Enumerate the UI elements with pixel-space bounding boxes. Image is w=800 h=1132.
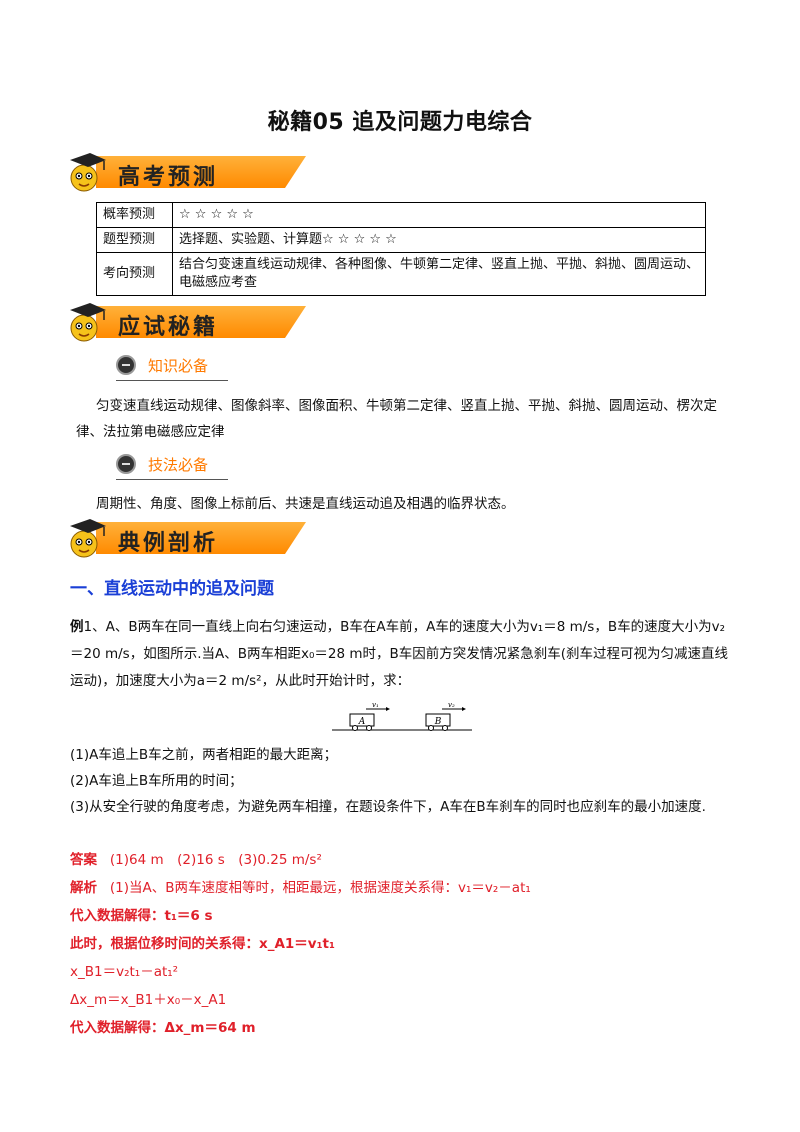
banner-bar [96,522,306,554]
prediction-table: 概率预测 ☆ ☆ ☆ ☆ ☆ 题型预测 选择题、实验题、计算题☆ ☆ ☆ ☆ ☆… [96,202,706,296]
bullet-icon [116,454,136,474]
table-row: 概率预测 ☆ ☆ ☆ ☆ ☆ [96,202,706,228]
answer-line: 答案 (1)64 m (2)16 s (3)0.25 m/s² [70,848,322,868]
example-lead: 例 [70,619,84,635]
banner-yingshi: 应试秘籍 [66,300,306,344]
table-value: 结合匀变速直线运动规律、各种图像、牛顿第二定律、竖直上抛、平抛、斜抛、圆周运动、… [172,252,706,296]
answer-tag: 答案 [70,852,97,868]
subheading-underline [116,479,228,480]
solution-line-6: 代入数据解得：Δx_m＝64 m [70,1020,256,1036]
banner-gaokao: 高考预测 [66,150,306,194]
question-3: (3)从安全行驶的角度考虑，为避免两车相撞，在题设条件下，A车在B车刹车的同时也… [70,799,706,815]
banner-label: 应试秘籍 [118,315,219,340]
solution-tag: 解析 [70,880,97,896]
question-1: (1)A车追上B车之前，两者相距的最大距离； [70,747,338,763]
graduate-mascot-icon [70,519,106,558]
bullet-icon [116,355,136,375]
solution-line-4: x_B1＝v₂t₁－at₁² [70,964,179,980]
graduate-mascot-icon [70,153,106,192]
table-key: 概率预测 [96,202,173,228]
table-value: 选择题、实验题、计算题☆ ☆ ☆ ☆ ☆ [172,227,706,253]
subheading-technique: 技法必备 [116,451,228,480]
car-a-icon [349,713,375,731]
example-text: 1、A、B两车在同一直线上向右匀速运动，B车在A车前，A车的速度大小为v₁＝8 … [70,619,729,689]
subheading-knowledge: 知识必备 [116,352,228,381]
banner-bar [96,306,306,338]
graduate-mascot-icon [70,303,106,342]
question-2: (2)A车追上B车所用的时间； [70,773,243,789]
solution-text: (1)当A、B两车速度相等时，相距最远，根据速度关系得：v₁＝v₂－at₁ [109,880,531,896]
subheading-underline [116,380,228,381]
page-title: 秘籍05 追及问题力电综合 [267,110,533,135]
banner-bar [96,156,306,188]
banner-label: 高考预测 [118,165,219,190]
technique-paragraph: 周期性、角度、图像上标前后、共速是直线运动追及相遇的临界状态。 [96,496,515,512]
table-value: ☆ ☆ ☆ ☆ ☆ [172,202,706,228]
subheading-label: 技法必备 [148,456,209,474]
table-row: 考向预测 结合匀变速直线运动规律、各种图像、牛顿第二定律、竖直上抛、平抛、斜抛、… [96,252,706,296]
banner-label: 典例剖析 [118,531,219,556]
table-key: 考向预测 [96,252,173,296]
car-b-label: B [434,717,442,727]
v1-label: v₁ [372,701,379,709]
banner-dianli: 典例剖析 [66,516,306,560]
section-heading: 一、直线运动中的追及问题 [70,579,274,599]
solution-line-3: 此时，根据位移时间的关系得：x_A1＝v₁t₁ [70,936,335,952]
solution-line-5: Δx_m＝x_B1＋x₀－x_A1 [70,992,227,1008]
answer-text: (1)64 m (2)16 s (3)0.25 m/s² [109,852,322,868]
subheading-label: 知识必备 [148,357,209,375]
solution-line-2: 代入数据解得：t₁＝6 s [70,908,213,924]
car-b-icon [425,713,451,731]
table-key: 题型预测 [96,227,173,253]
solution-line-1: 解析 (1)当A、B两车速度相等时，相距最远，根据速度关系得：v₁＝v₂－at₁ [70,876,531,896]
table-row: 题型预测 选择题、实验题、计算题☆ ☆ ☆ ☆ ☆ [96,227,706,253]
cars-figure: A v₁ B v₂ [332,701,472,731]
example-problem: 例1、A、B两车在同一直线上向右匀速运动，B车在A车前，A车的速度大小为v₁＝8… [70,614,730,695]
knowledge-paragraph: 匀变速直线运动规律、图像斜率、图像面积、牛顿第二定律、竖直上抛、平抛、斜抛、圆周… [76,398,717,440]
car-a-label: A [358,717,366,727]
v2-label: v₂ [448,701,455,709]
